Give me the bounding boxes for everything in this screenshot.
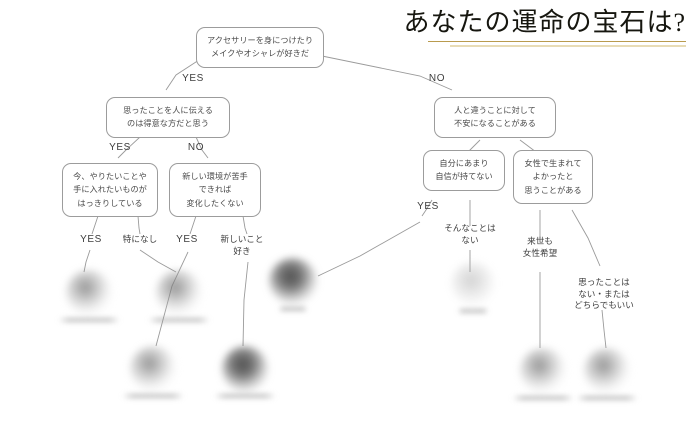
gem-image-icon — [130, 346, 176, 392]
gem-image-icon — [156, 270, 202, 316]
question-line: メイクやオシャレが好きだ — [210, 49, 310, 59]
question-box-want[interactable]: 今、やりたいことや 手に入れたいものが はっきりしている — [62, 163, 158, 217]
question-line: 不安になることがある — [454, 119, 536, 129]
edge-label-confidence-no: そんなことは ない — [436, 223, 504, 246]
edge-label-root-yes: YES — [182, 73, 204, 84]
edge-label-female-neutral: 思ったことは ない・または どちらでもいい — [552, 277, 656, 312]
edge-label-line: そんなことは — [444, 223, 496, 233]
title-rule-secondary — [450, 44, 686, 48]
question-line: 新しい環境が苦手 — [182, 172, 248, 181]
result-gem-4[interactable] — [444, 262, 502, 314]
edge-change-new-gem-line — [242, 261, 249, 347]
edge-label-change-yes: YES — [176, 234, 198, 245]
question-box-confidence[interactable]: 自分にあまり 自信が持てない — [423, 150, 505, 191]
gem-image-icon — [66, 270, 112, 316]
edge-label-line: ない — [461, 234, 479, 245]
question-line: はっきりしている — [77, 198, 143, 208]
edge-female-neutral-gem-line — [601, 309, 607, 349]
edge-confidence-yes-gem-line — [317, 221, 421, 277]
edge-label-express-no: NO — [187, 142, 205, 153]
question-line: 女性で生まれて — [524, 159, 582, 168]
gem-caption-blurred — [576, 395, 638, 401]
question-line: よかったと — [532, 172, 574, 182]
question-line: 思ったことを人に伝える — [123, 106, 213, 115]
question-line: 今、やりたいことや — [73, 172, 147, 181]
question-line: 思うことがある — [524, 185, 582, 195]
gem-caption-blurred — [512, 395, 574, 401]
edge-label-line: ない・または — [578, 288, 630, 299]
edge-label-want-none: 特になし — [122, 234, 158, 244]
edge-want-yes-line — [91, 215, 99, 235]
gem-image-icon — [269, 258, 317, 304]
gem-image-icon — [520, 348, 566, 394]
question-box-express[interactable]: 思ったことを人に伝える のは得意な方だと思う — [106, 97, 230, 138]
gem-image-icon — [584, 348, 630, 394]
result-gem-7[interactable] — [512, 348, 574, 401]
edge-label-confidence-yes: YES — [417, 201, 439, 212]
gem-caption-blurred — [457, 308, 489, 314]
edge-label-line: どちらでもいい — [574, 300, 634, 311]
title-rule-primary — [428, 40, 686, 43]
question-box-different[interactable]: 人と違うことに対して 不安になることがある — [434, 97, 556, 138]
gem-caption-blurred — [214, 393, 276, 399]
question-line: アクセサリーを身につけたり — [206, 36, 314, 45]
gem-image-icon — [451, 262, 495, 306]
question-line: 手に入れたいものが — [73, 185, 147, 195]
question-box-female[interactable]: 女性で生まれて よかったと 思うことがある — [513, 150, 593, 204]
question-line: 自分にあまり — [439, 159, 489, 168]
edge-female-neutral-line — [571, 209, 601, 267]
edge-label-line: 思ったことは — [578, 277, 630, 287]
result-gem-2[interactable] — [148, 270, 210, 323]
edge-want-none-line — [137, 215, 141, 235]
question-line: 人と違うことに対して — [454, 106, 536, 115]
edge-label-line: 女性希望 — [522, 247, 558, 258]
question-line: 自信が持てない — [435, 172, 493, 182]
edge-label-female-next: 来世も 女性希望 — [506, 236, 574, 259]
result-gem-3[interactable] — [262, 258, 324, 312]
edge-label-line: 来世も — [527, 236, 553, 246]
edge-want-yes-gem-line — [83, 249, 91, 273]
question-line: のは得意な方だと思う — [127, 119, 209, 129]
edge-label-express-yes: YES — [109, 142, 131, 153]
edge-change-new-line — [242, 215, 248, 235]
gem-image-icon — [222, 346, 268, 392]
question-box-change[interactable]: 新しい環境が苦手 できれば 変化したくない — [169, 163, 261, 217]
edge-want-none-gem-line — [139, 249, 177, 273]
edge-change-yes-line — [189, 215, 197, 235]
question-box-root[interactable]: アクセサリーを身につけたり メイクやオシャレが好きだ — [196, 27, 324, 68]
edge-label-root-no: NO — [428, 73, 446, 84]
gem-caption-blurred — [148, 317, 210, 323]
edge-label-line: 好き — [233, 245, 251, 256]
result-gem-1[interactable] — [58, 270, 120, 323]
edge-label-line: 新しいこと — [220, 234, 264, 244]
result-gem-6[interactable] — [214, 346, 276, 399]
result-gem-8[interactable] — [576, 348, 638, 401]
edge-label-want-yes: YES — [80, 234, 102, 245]
gem-caption-blurred — [122, 393, 184, 399]
gem-caption-blurred — [278, 306, 308, 312]
gem-caption-blurred — [58, 317, 120, 323]
question-line: 変化したくない — [186, 198, 244, 208]
result-gem-5[interactable] — [122, 346, 184, 399]
page-title-text: あなたの運命の宝石は? — [403, 8, 686, 37]
page-title: あなたの運命の宝石は? — [403, 8, 686, 48]
edge-label-change-new: 新しいこと 好き — [206, 234, 278, 257]
question-line: できれば — [198, 185, 232, 195]
